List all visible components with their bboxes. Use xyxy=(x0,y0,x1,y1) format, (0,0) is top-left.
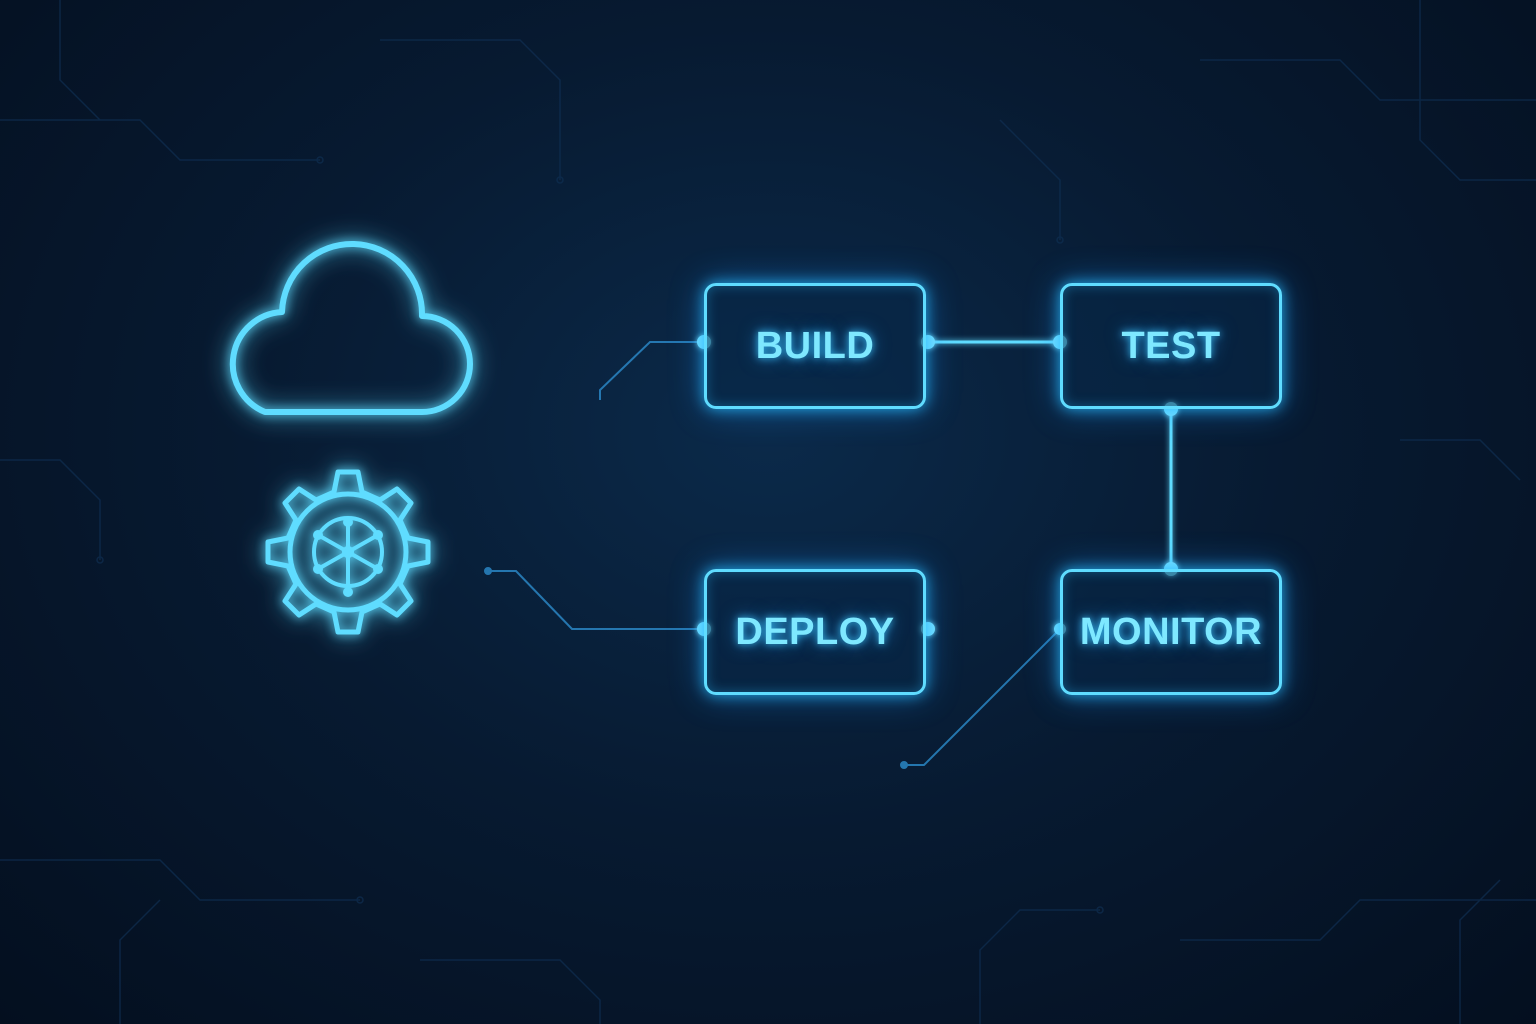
bright-connectors xyxy=(928,340,1173,569)
stage-label-monitor: MONITOR xyxy=(1079,610,1263,653)
stage-build: BUILD xyxy=(704,283,926,409)
kubernetes-gear-icon xyxy=(265,469,431,635)
connector-into-monitor xyxy=(904,628,1061,766)
stage-deploy: DEPLOY xyxy=(704,569,926,695)
dim-connectors xyxy=(484,341,1061,769)
connector-into-build xyxy=(599,341,704,400)
stage-label-deploy: DEPLOY xyxy=(735,610,895,653)
stage-label-build: BUILD xyxy=(755,324,875,367)
stage-monitor: MONITOR xyxy=(1060,569,1282,695)
cloud-icon xyxy=(229,241,473,415)
stage-test: TEST xyxy=(1060,283,1282,409)
stage-label-test: TEST xyxy=(1121,324,1221,367)
connector-gear-to-deploy xyxy=(488,570,704,630)
